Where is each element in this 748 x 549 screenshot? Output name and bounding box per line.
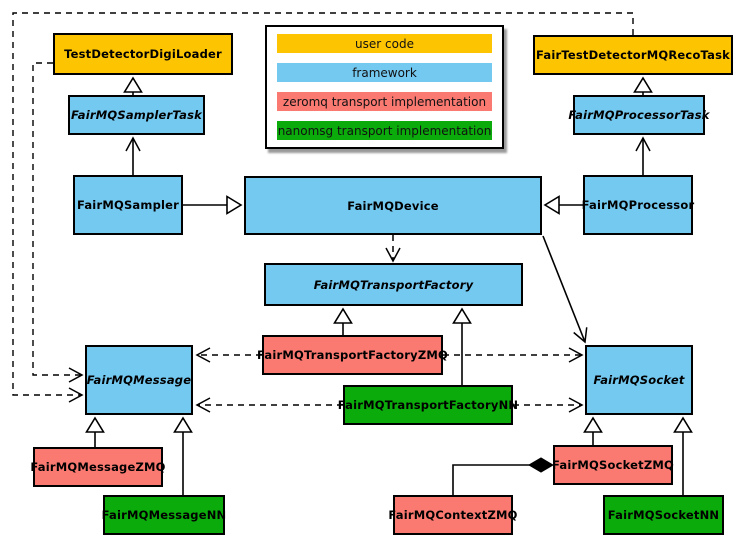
legend-label: user code	[355, 36, 414, 51]
class-fairmqmessagezmq: FairMQMessageZMQ	[30, 447, 165, 487]
legend-item-nanomsg: nanomsg transport implementation	[277, 121, 492, 140]
class-fairtestdetectormqrecotask: FairTestDetectorMQRecoTask	[533, 35, 733, 75]
class-testdetectordigiloader: TestDetectorDigiLoader	[53, 33, 233, 75]
class-fairmqdevice: FairMQDevice	[244, 176, 542, 235]
class-fairmqprocessor: FairMQProcessor	[582, 175, 694, 235]
legend-label: nanomsg transport implementation	[277, 123, 492, 138]
legend-label: framework	[352, 65, 417, 80]
class-fairmqcontextzmq: FairMQContextZMQ	[388, 495, 517, 535]
legend-label: zeromq transport implementation	[282, 94, 487, 109]
class-fairmqmessage: FairMQMessage	[85, 345, 193, 415]
class-fairmqtransportfactorynn: FairMQTransportFactoryNN	[338, 385, 518, 425]
class-fairmqmessagenn: FairMQMessageNN	[102, 495, 226, 535]
legend-item-user-code: user code	[277, 34, 492, 53]
class-fairmqsocket: FairMQSocket	[585, 345, 693, 415]
legend-item-zeromq: zeromq transport implementation	[277, 92, 492, 111]
class-fairmqsocketnn: FairMQSocketNN	[603, 495, 724, 535]
legend-item-framework: framework	[277, 63, 492, 82]
class-fairmqsampler: FairMQSampler	[73, 175, 183, 235]
class-fairmqsamplertask: FairMQSamplerTask	[68, 95, 205, 135]
legend: user code framework zeromq transport imp…	[265, 25, 504, 149]
class-fairmqprocessortask: FairMQProcessorTask	[568, 95, 709, 135]
class-fairmqtransportfactoryzmq: FairMQTransportFactoryZMQ	[257, 335, 448, 375]
class-fairmqtransportfactory: FairMQTransportFactory	[264, 263, 523, 306]
class-fairmqsocketzmq: FairMQSocketZMQ	[552, 445, 674, 485]
